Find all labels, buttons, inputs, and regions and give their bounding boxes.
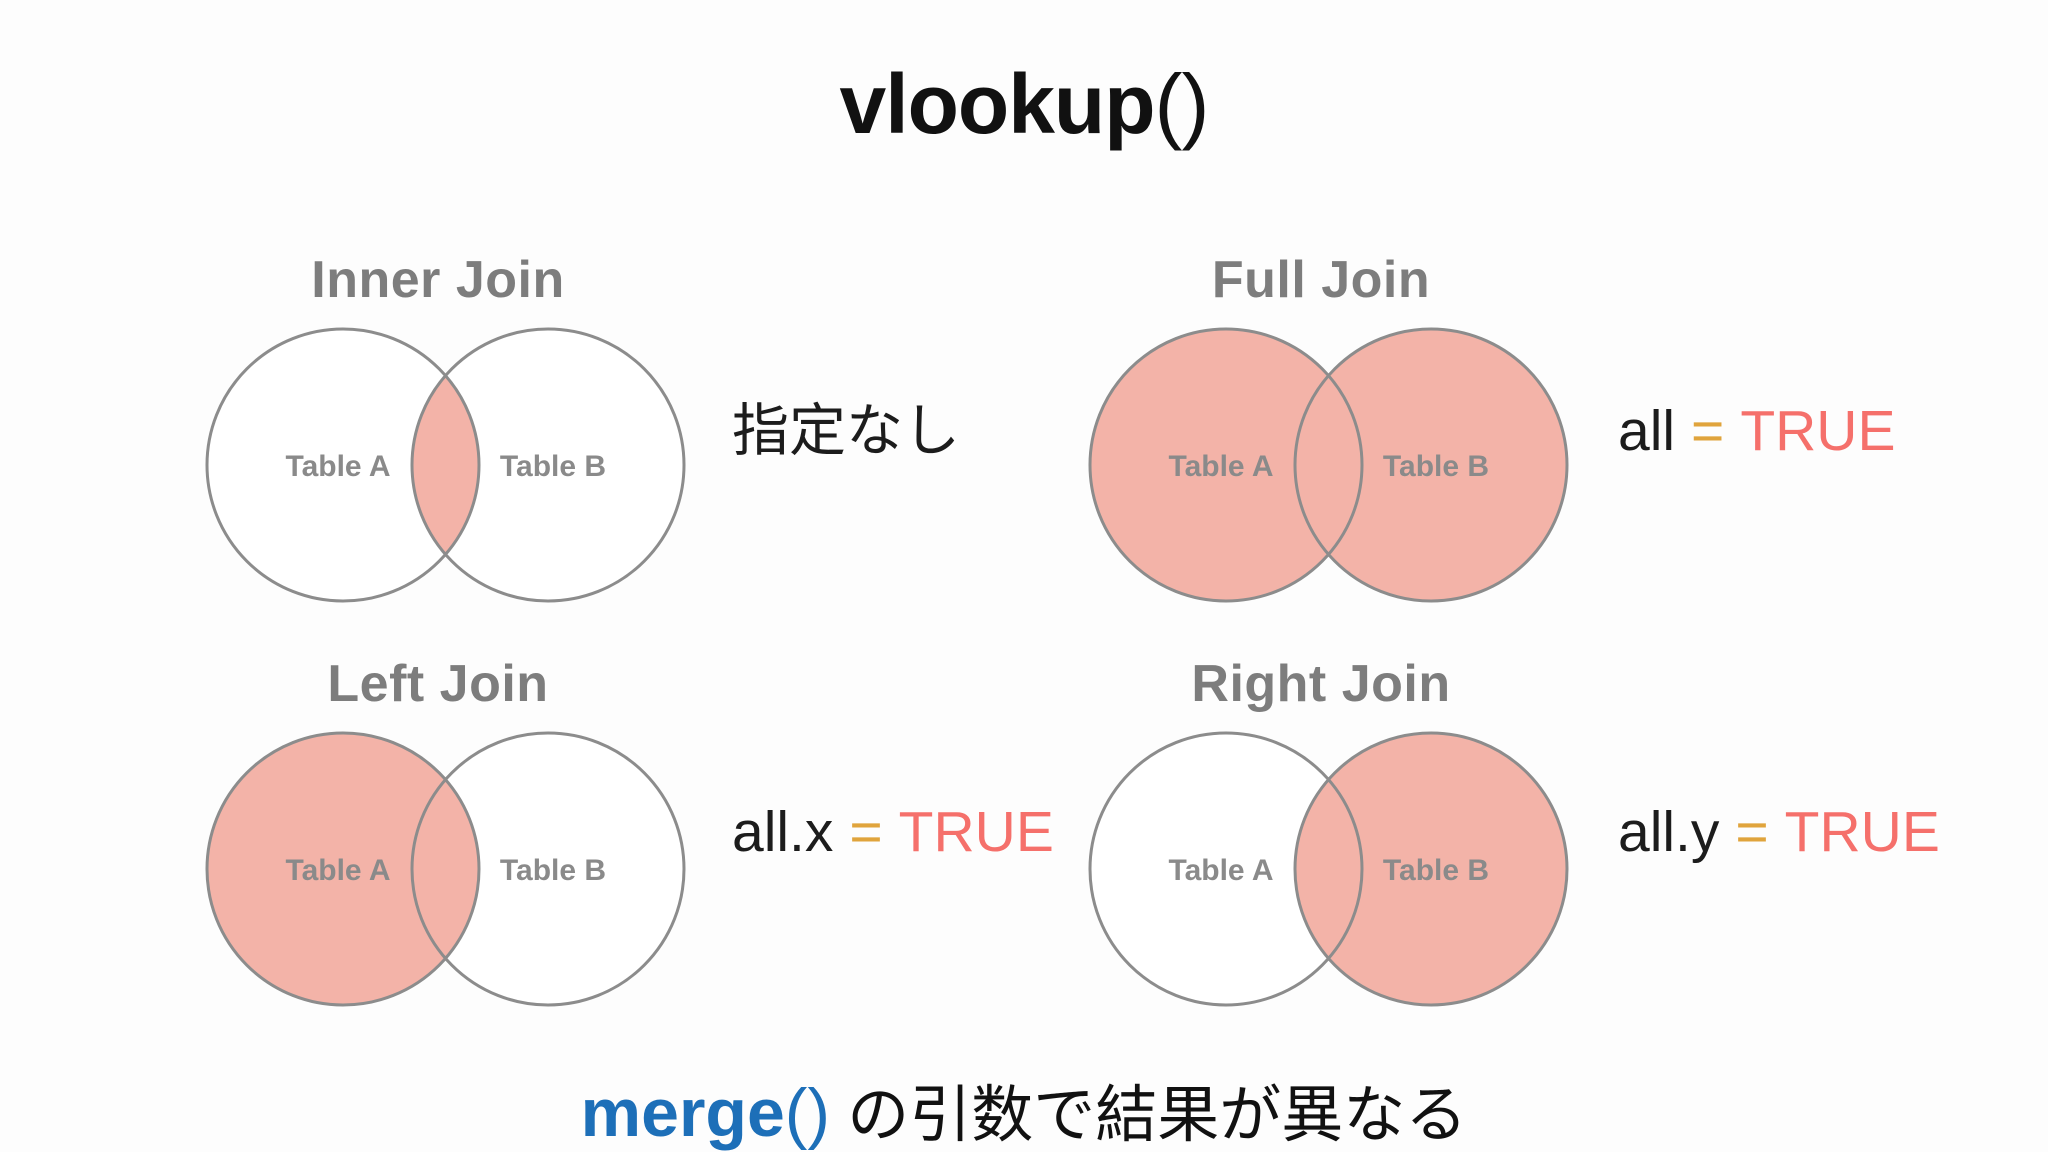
circle-table-a-outline: [205, 327, 481, 603]
argument-value: TRUE: [1784, 800, 1940, 864]
circle-table-b: [412, 329, 684, 601]
venn-full-join-diagram: Table A Table B: [1088, 327, 1569, 603]
merge-function-name: merge: [580, 1075, 785, 1151]
annotation-left-join: all.x=TRUE: [732, 799, 1054, 865]
table-b-label: Table B: [1383, 854, 1489, 887]
circle-table-a-outline: [1088, 327, 1364, 603]
argument-name: all.y: [1618, 800, 1720, 864]
circle-table-a: [1090, 329, 1362, 601]
circle-table-b: [1295, 329, 1567, 601]
venn-inner-join-diagram: Table A Table B: [205, 327, 686, 603]
caption: merge() の引数で結果が異なる: [0, 1064, 2048, 1152]
page-title-parens: (): [1154, 57, 1210, 151]
circle-table-b-outline: [410, 327, 686, 603]
venn-left-join-diagram: Table A Table B: [205, 731, 686, 1007]
annotation-full-join: all =TRUE: [1618, 398, 1896, 464]
venn-right-join-title: Right Join: [1191, 655, 1451, 713]
argument-value: TRUE: [898, 800, 1054, 864]
argument-name: all: [1618, 399, 1676, 463]
equals-sign: =: [849, 800, 883, 864]
venn-full-join-title: Full Join: [1211, 251, 1431, 309]
argument-value: TRUE: [1740, 399, 1896, 463]
circle-table-a-outline: [205, 731, 481, 1007]
circle-table-b-outline: [1293, 327, 1569, 603]
annotation-inner-join: 指定なし: [732, 398, 960, 464]
circle-table-a: [207, 733, 479, 1005]
venn-full-join: Full Join Table A Table B: [1071, 245, 1571, 615]
argument-name: all.x: [732, 800, 834, 864]
page-title-function-name: vlookup: [839, 57, 1156, 151]
annotation-inner-join-text: 指定なし: [732, 399, 960, 463]
table-a-label: Table A: [1168, 450, 1273, 483]
page-title: vlookup(): [0, 56, 2048, 153]
table-a-label: Table A: [285, 450, 390, 483]
circle-table-b: [1295, 733, 1567, 1005]
venn-left-join: Left Join Table A Table B: [188, 649, 688, 1019]
table-a-label: Table A: [1168, 854, 1273, 887]
circle-table-b-outline: [410, 731, 686, 1007]
merge-function-parens: (): [784, 1075, 831, 1151]
venn-inner-join: Inner Join Table A Table B: [188, 245, 688, 615]
venn-right-join-diagram: Table A Table B: [1088, 731, 1569, 1007]
venn-left-join-title: Left Join: [327, 655, 549, 713]
table-b-label: Table B: [1383, 450, 1489, 483]
equals-sign: =: [1735, 800, 1769, 864]
table-a-label: Table A: [285, 854, 390, 887]
caption-text: の引数で結果が異なる: [830, 1081, 1468, 1150]
table-b-label: Table B: [500, 450, 606, 483]
table-b-label: Table B: [500, 854, 606, 887]
circle-table-a: [1090, 733, 1362, 1005]
circle-table-a: [207, 329, 479, 601]
circle-table-b: [412, 733, 684, 1005]
circle-table-a-outline: [1088, 731, 1364, 1007]
venn-right-join: Right Join Table A Table B: [1071, 649, 1571, 1019]
circle-table-b-outline: [1293, 731, 1569, 1007]
annotation-right-join: all.y=TRUE: [1618, 799, 1940, 865]
venn-inner-join-title: Inner Join: [311, 251, 565, 309]
equals-sign: =: [1691, 399, 1725, 463]
